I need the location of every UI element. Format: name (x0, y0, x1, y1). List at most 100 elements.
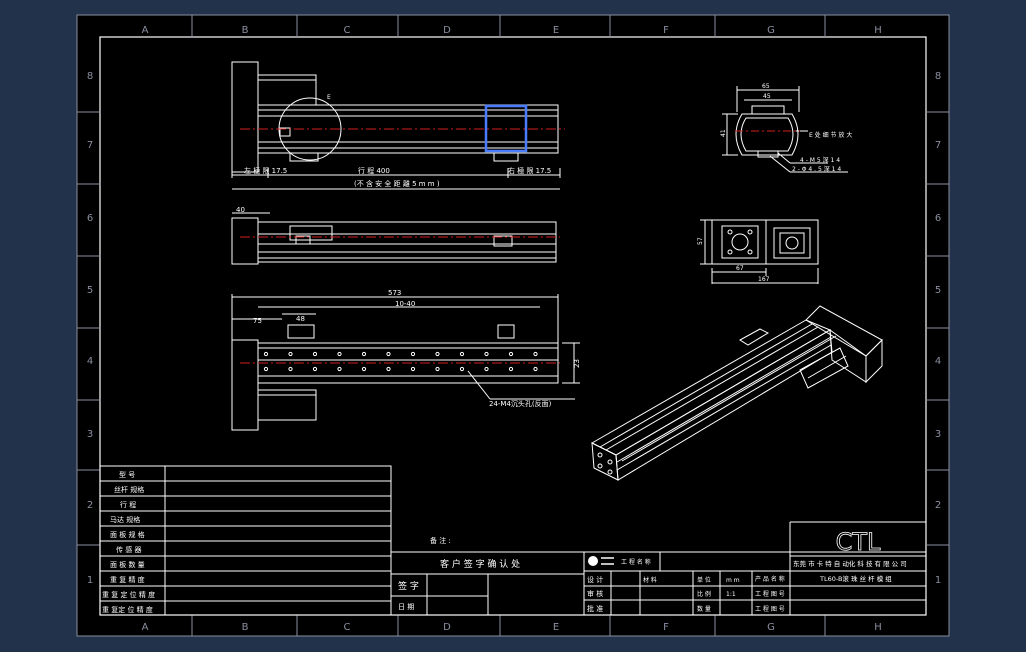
company-name: 东莞 市 卡 特 自 动化 科 技 有 限 公 司 (793, 559, 907, 568)
mounting-hole (361, 351, 367, 357)
zone-column-label: G (767, 622, 775, 633)
unit-value: m m (726, 577, 740, 584)
mounting-hole (435, 351, 440, 357)
spec-table-labels: 型 号 丝杆 规格 行 程 马达 规格 面 板 规 格 传 感 器 面 板 数 … (102, 470, 155, 614)
zone-row-label: 4 (87, 356, 93, 367)
title-block (583, 521, 927, 616)
date-label: 日 期 (398, 603, 414, 611)
zone-column-label: E (553, 622, 559, 633)
spec-row-label: 重 复定 位 精 度 (102, 605, 153, 614)
zone-row-label: 1 (935, 575, 941, 586)
dim-75: 75 (253, 317, 262, 325)
project-name-label: 工 程 名 称 (621, 558, 651, 566)
dim-total-note: (不 含 安 全 距 離 5 m m ) (354, 179, 440, 188)
zone-row-label: 8 (935, 71, 941, 82)
side-view (231, 212, 557, 265)
remark-label: 备 注 : (430, 536, 451, 545)
drawing-number-label-2: 工 程 图 号 (755, 605, 785, 613)
design-label: 设 计 (587, 575, 603, 584)
zone-row-label: 3 (935, 429, 941, 440)
mounting-holes (263, 351, 538, 372)
callout-m5: 4 - M 5 深 1 4 (800, 156, 840, 164)
product-name-label: 产 品 名 称 (755, 575, 785, 583)
isometric-view (590, 305, 883, 481)
spec-row-label: 型 号 (119, 470, 135, 479)
unit-label: 单 位 (697, 576, 711, 584)
dim-23: 23 (573, 359, 581, 368)
bottom-view (231, 294, 580, 431)
zone-column-label: F (663, 25, 669, 36)
zone-row-label: 5 (935, 285, 941, 296)
zone-row-label: 2 (935, 500, 941, 511)
zone-column-label: C (344, 622, 351, 633)
zone-column-label: A (142, 25, 149, 36)
dim-10x40: 10-40 (395, 300, 415, 308)
dim-45: 45 (763, 93, 771, 100)
mounting-hole (508, 351, 514, 357)
quantity-label: 数 量 (697, 605, 711, 613)
zone-column-label: E (553, 25, 559, 36)
spec-table (99, 465, 392, 616)
dim-57: 57 (697, 237, 704, 245)
spec-row-label: 重 复 精 度 (110, 575, 145, 584)
zone-column-label: C (344, 25, 351, 36)
customer-confirm-title: 客 户 签 字 确 认 处 (440, 558, 520, 570)
zone-row-label: 5 (87, 285, 93, 296)
spec-row-label: 面 板 数 量 (110, 560, 145, 569)
zone-row-label: 1 (87, 575, 93, 586)
zone-row-label: 6 (935, 213, 941, 224)
mounting-hole (484, 366, 489, 372)
zone-column-label: D (443, 622, 451, 633)
dim-40-side: 40 (236, 206, 245, 214)
spec-row-label: 面 板 规 格 (110, 530, 145, 539)
mounting-hole (459, 366, 465, 372)
dim-41: 41 (720, 129, 727, 137)
callout-dia45: 2 - Φ 4 . 5 深 1 4 (792, 165, 841, 173)
hole-note: 24-M4沉头孔(反面) (489, 399, 552, 408)
zone-column-label: D (443, 25, 451, 36)
dim-167: 167 (758, 276, 770, 283)
zone-row-label: 7 (935, 140, 941, 151)
mounting-hole (386, 366, 391, 372)
material-label: 材 料 (643, 576, 657, 584)
mounting-hole (312, 366, 318, 372)
iso-end-holes (597, 452, 613, 475)
mounting-hole (288, 366, 293, 372)
mounting-hole (337, 366, 342, 372)
zone-row-label: 8 (87, 71, 93, 82)
outer-border (76, 14, 950, 637)
spec-row-label: 马达 规格 (110, 515, 140, 524)
zone-grid (77, 15, 949, 636)
top-view (231, 61, 561, 190)
mounting-hole (533, 351, 538, 357)
mounting-hole (459, 351, 465, 357)
check-label: 审 核 (587, 589, 603, 598)
motor-end-view (700, 219, 819, 284)
scale-label: 比 例 (697, 590, 711, 598)
dim-right-limit: 右 極 限 17.5 (508, 166, 551, 175)
dim-48: 48 (296, 315, 305, 323)
dim-573: 573 (388, 289, 401, 297)
mounting-hole (508, 366, 514, 372)
end-view (722, 86, 848, 173)
spec-row-label: 重 复 定 位 精 度 (102, 590, 155, 599)
spec-row-label: 丝杆 规格 (114, 485, 144, 494)
scale-value: 1:1 (726, 591, 736, 598)
zone-column-label: A (142, 622, 149, 633)
mounting-hole (410, 351, 416, 357)
drawing-number-label: 工 程 图 号 (755, 590, 785, 598)
sign-label: 签 字 (398, 580, 419, 592)
company-logo-mark (588, 556, 614, 566)
zone-column-label: G (767, 25, 775, 36)
approve-label: 批 准 (587, 604, 603, 613)
spec-row-label: 传 感 器 (116, 545, 141, 554)
mounting-hole (435, 366, 440, 372)
selection-highlight[interactable] (484, 104, 528, 153)
ctl-logo: CTL (836, 528, 881, 556)
dim-stroke: 行 程 400 (358, 166, 390, 175)
mounting-hole (410, 366, 416, 372)
